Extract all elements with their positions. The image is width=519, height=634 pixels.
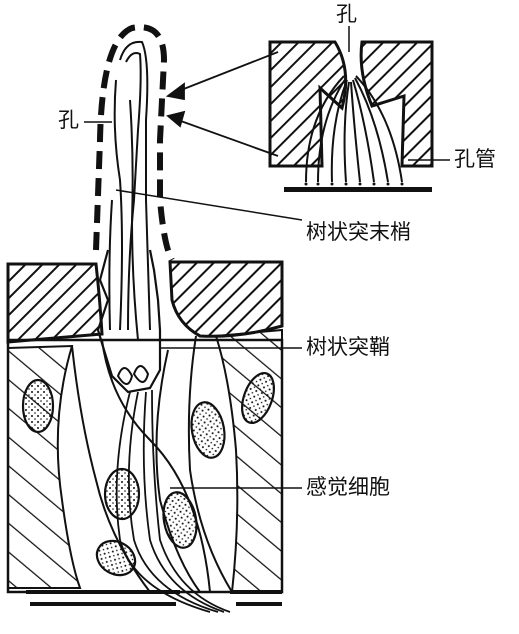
nucleus [21, 378, 55, 434]
pore-tubules [305, 75, 403, 183]
basement-membrane [26, 590, 282, 606]
dendrite-tip-label: 树状突末梢 [306, 220, 411, 244]
pore-inset [268, 26, 450, 192]
pore-tube-label: 孔管 [454, 147, 496, 171]
nucleus [162, 491, 198, 549]
dendrite-sheath [96, 249, 162, 394]
dendrite [108, 40, 151, 341]
zoom-arrows [165, 51, 279, 157]
pore-label: 孔 [58, 108, 79, 132]
nucleus [190, 401, 226, 459]
cuticle-base [6, 262, 104, 344]
nucleus [241, 372, 275, 424]
axon-bundle [115, 389, 231, 613]
cuticle-base-right [168, 260, 284, 338]
nucleus [103, 467, 141, 521]
sheath-lobes [116, 365, 150, 385]
epidermis-right [214, 328, 283, 593]
cell-nuclei [21, 372, 275, 577]
dendrite-sheath-label: 树状突鞘 [306, 335, 390, 359]
nucleus [95, 539, 137, 577]
leader-lines [84, 121, 303, 489]
tubule-dots [304, 182, 404, 186]
inset-cuticle-left [268, 40, 348, 168]
pore-label: 孔 [336, 2, 357, 26]
sensory-cell-label: 感觉细胞 [306, 475, 390, 499]
inset-cuticle-right [359, 40, 434, 168]
inset-base-bar [284, 187, 432, 192]
hair-wall-dashed [93, 24, 175, 262]
